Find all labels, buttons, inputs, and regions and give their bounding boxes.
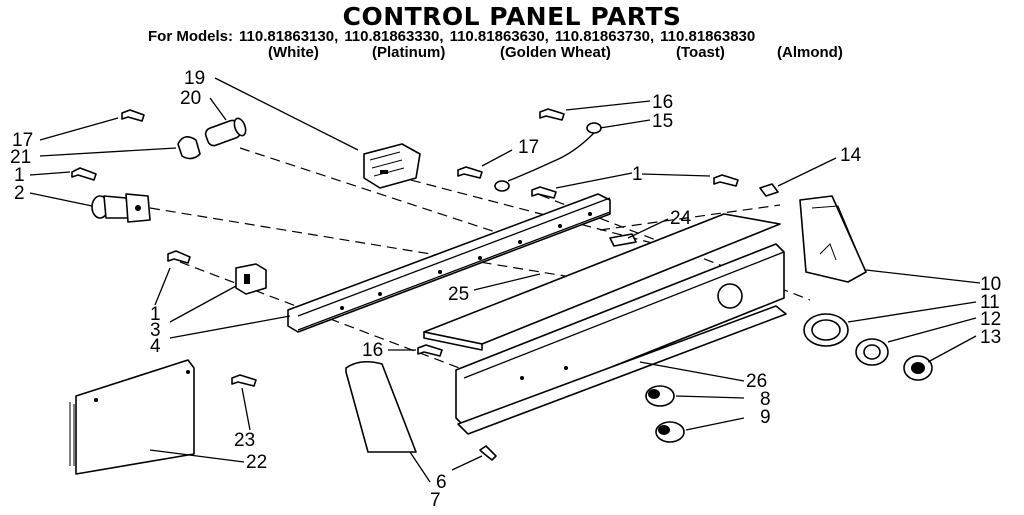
color-name: (Platinum) — [372, 44, 446, 61]
model-number: 110.81863730, — [554, 28, 655, 45]
callout-12: 12 — [980, 309, 1001, 330]
callout-9: 9 — [760, 407, 771, 428]
callout-14: 14 — [840, 145, 862, 166]
model-number: 110.81863830 — [660, 28, 756, 45]
callout-21: 21 — [10, 147, 31, 168]
part-17-screw-middle — [457, 166, 483, 179]
leader-lines — [29, 77, 981, 483]
part-19-bracket — [363, 143, 421, 189]
part-20-motor — [204, 117, 247, 147]
part-22-side-panel — [69, 359, 195, 475]
callout-26: 26 — [746, 371, 767, 392]
callout-16: 16 — [362, 340, 383, 361]
part-16-screw-lower — [417, 344, 443, 357]
callout-8: 8 — [760, 389, 771, 410]
callout-24: 24 — [670, 208, 692, 229]
callout-22: 22 — [246, 452, 267, 473]
callout-19: 19 — [184, 68, 205, 89]
models-prefix: For Models: — [148, 28, 233, 45]
diagram-title: CONTROL PANEL PARTS — [342, 2, 682, 31]
color-name: (Toast) — [676, 44, 725, 61]
callout-6: 6 — [436, 472, 447, 493]
color-name: (Almond) — [777, 44, 843, 61]
models-line: For Models: 110.81863130, 110.81863330, 110… — [148, 28, 761, 45]
part-14-clip — [759, 183, 779, 197]
part-23-screw — [231, 374, 257, 387]
part-16-screw-upper — [539, 108, 565, 121]
part-11-bezel — [803, 313, 849, 347]
callout-20: 20 — [180, 88, 201, 109]
color-name: (Golden Wheat) — [500, 44, 611, 61]
callout-16: 16 — [652, 92, 673, 113]
callout-3: 3 — [150, 320, 161, 341]
color-name: (White) — [268, 44, 319, 61]
part-15-ground-wire — [494, 122, 602, 192]
model-number: 110.81863630, — [449, 28, 549, 45]
model-number: 110.81863130, — [239, 28, 339, 45]
part-1-screw-middle — [531, 186, 557, 199]
part-1-screw-lower — [167, 250, 191, 264]
part-12-knob-ring — [855, 338, 889, 366]
part-17-screw — [121, 109, 145, 122]
part-1-screw-right — [713, 174, 739, 187]
callout-labels: 19 20 17 21 1 2 1 3 4 16 15 17 1 14 24 2… — [10, 68, 1001, 511]
callout-1: 1 — [14, 165, 25, 186]
callout-1: 1 — [632, 164, 643, 185]
callout-17: 17 — [518, 137, 539, 158]
part-3-bracket — [235, 263, 267, 295]
part-26-console — [455, 243, 787, 435]
callout-10: 10 — [980, 274, 1001, 295]
callout-1: 1 — [150, 304, 161, 325]
part-1-screw — [71, 167, 97, 181]
callout-25: 25 — [448, 284, 469, 305]
callout-4: 4 — [150, 336, 161, 357]
callout-23: 23 — [234, 430, 255, 451]
callout-7: 7 — [430, 490, 441, 511]
part-6-screw — [479, 445, 497, 461]
callout-17: 17 — [12, 130, 33, 151]
callout-13: 13 — [980, 327, 1001, 348]
part-4-control-rail — [287, 193, 611, 333]
part-10-end-cap — [799, 195, 867, 283]
part-25-panel-insert — [423, 213, 781, 351]
part-7-end-cap — [345, 360, 417, 453]
model-number: 110.81863330, — [344, 28, 444, 45]
part-21-clip — [177, 136, 201, 160]
part-9-knob — [655, 421, 685, 443]
part-8-knob — [645, 385, 675, 407]
part-2-switch — [91, 193, 151, 223]
callout-15: 15 — [652, 111, 673, 132]
callout-11: 11 — [980, 292, 1000, 313]
callout-2: 2 — [14, 183, 25, 204]
part-13-knob — [903, 355, 933, 381]
